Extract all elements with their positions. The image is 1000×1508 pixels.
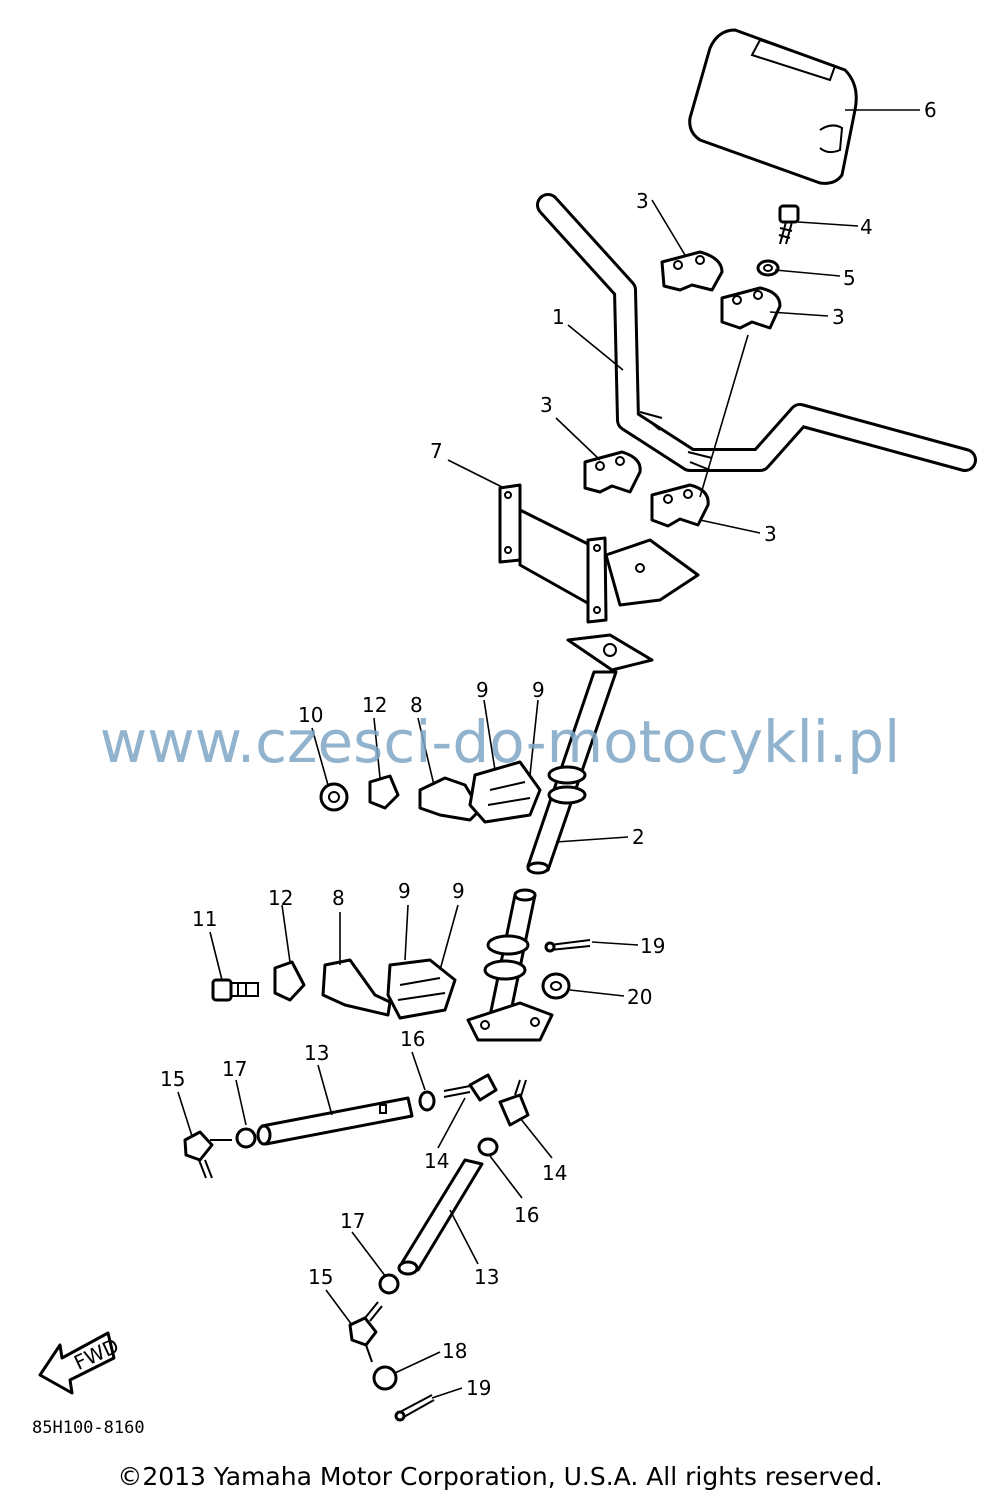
callout-16-b: 16 [514, 1203, 539, 1227]
cotter-pin-19-lower [394, 1394, 435, 1422]
rod-end-15-right [348, 1301, 383, 1363]
callout-9-d: 9 [452, 879, 465, 903]
callout-15-a: 15 [160, 1067, 185, 1091]
callout-8-a: 8 [410, 693, 423, 717]
handlebar-holder-lower-right [650, 483, 710, 528]
nut-17-upper [235, 1127, 257, 1149]
callout-12-a: 12 [362, 693, 387, 717]
callout-6: 6 [924, 98, 937, 122]
callout-12-b: 12 [268, 886, 293, 910]
nut-16-lower [477, 1137, 499, 1157]
steering-column [526, 633, 654, 875]
callout-2: 2 [632, 825, 645, 849]
callout-18: 18 [442, 1339, 467, 1363]
callout-5: 5 [843, 266, 856, 290]
steering-clamp-lower [321, 958, 457, 1020]
callout-14-a: 14 [424, 1149, 449, 1173]
callout-1: 1 [552, 305, 565, 329]
callout-17-b: 17 [340, 1209, 365, 1233]
washer [756, 259, 780, 277]
collar-12-lower [273, 960, 306, 1002]
drawing-number: 85H100-8160 [32, 1418, 145, 1438]
nut-16-upper [418, 1090, 436, 1112]
rod-end-14-left [443, 1073, 498, 1102]
handlebar [536, 193, 977, 472]
callout-13-b: 13 [474, 1265, 499, 1289]
callout-17-a: 17 [222, 1057, 247, 1081]
callout-3-c: 3 [540, 393, 553, 417]
handlebar-holder-upper-right [720, 286, 782, 330]
callout-8-b: 8 [332, 886, 345, 910]
callout-3-a: 3 [636, 189, 649, 213]
steering-shaft-lower [466, 888, 554, 1042]
callout-19-a: 19 [640, 934, 665, 958]
nut-10 [319, 782, 349, 812]
callout-9-b: 9 [532, 678, 545, 702]
cotter-pin-19-upper [544, 939, 591, 953]
callout-19-b: 19 [466, 1376, 491, 1400]
handlebar-holder-lower-left [583, 450, 642, 494]
callout-15-b: 15 [308, 1265, 333, 1289]
bolt [778, 204, 800, 245]
tie-rod-right [397, 1158, 484, 1276]
callout-numbers: 6 3 4 5 3 1 3 3 7 10 12 8 9 9 2 11 12 8 … [160, 98, 937, 1400]
callout-3-b: 3 [832, 305, 845, 329]
nut-17-lower [378, 1273, 400, 1295]
leader-lines [177, 109, 920, 1399]
callout-14-b: 14 [542, 1161, 567, 1185]
callout-13-a: 13 [304, 1041, 329, 1065]
tie-rod-left [256, 1096, 414, 1146]
callout-16-a: 16 [400, 1027, 425, 1051]
copyright-notice: ©2013 Yamaha Motor Corporation, U.S.A. A… [117, 1462, 883, 1491]
callout-9-c: 9 [398, 879, 411, 903]
rod-end-15-left [183, 1130, 232, 1179]
callout-10: 10 [298, 703, 323, 727]
bolt-11 [211, 978, 259, 1002]
callout-9-a: 9 [476, 678, 489, 702]
nut-20 [541, 972, 571, 1000]
steering-clamp-upper [418, 760, 542, 824]
forward-arrow-icon: FWD [38, 1331, 123, 1395]
handlebar-bracket [498, 483, 700, 624]
watermark: www.czesci-do-motocykli.pl [99, 708, 901, 776]
callout-7: 7 [430, 439, 443, 463]
callout-3-d: 3 [764, 522, 777, 546]
rod-end-14-right [498, 1079, 530, 1127]
callout-20: 20 [627, 985, 652, 1009]
collar-12-upper [368, 774, 400, 810]
callout-11: 11 [192, 907, 217, 931]
callout-4: 4 [860, 215, 873, 239]
handlebar-holder-upper-left [660, 250, 724, 292]
handlebar-pad [688, 28, 858, 185]
nut-18 [372, 1365, 398, 1391]
